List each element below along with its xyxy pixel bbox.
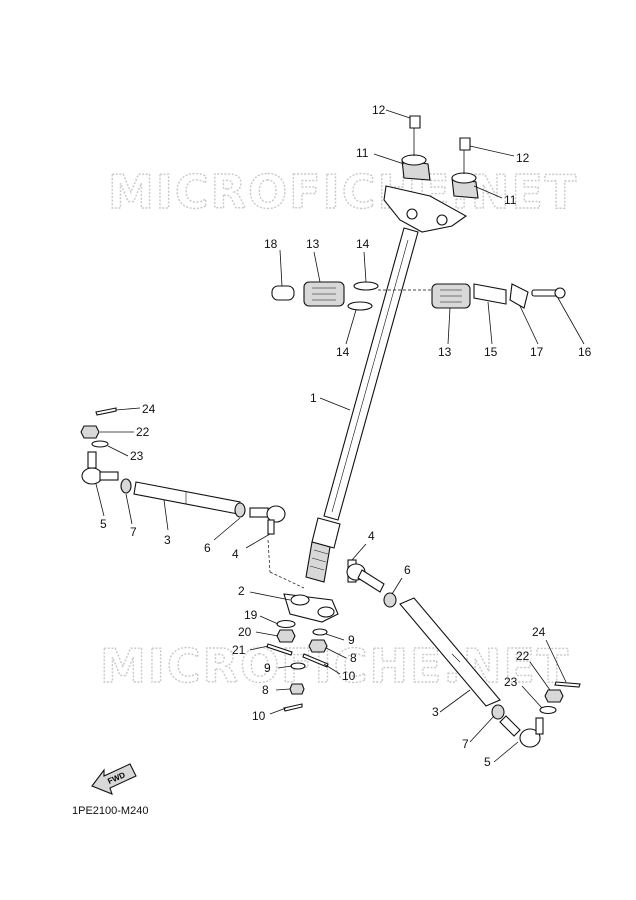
drawing-code: 1PE2100-M240 [72, 805, 148, 817]
callout-14-lower: 14 [336, 345, 350, 359]
callout-11-right: 11 [504, 193, 517, 207]
callout-24-left: 24 [142, 402, 156, 416]
callout-6-left: 6 [204, 541, 211, 555]
callout-20: 20 [238, 625, 252, 639]
callout-17: 17 [530, 345, 544, 359]
watermark-top: MICROFICHE.NET [108, 165, 578, 219]
callout-19: 19 [244, 608, 258, 622]
callout-21: 21 [232, 643, 246, 657]
left-tie-rod-assembly [80, 407, 286, 535]
callout-10-right: 10 [342, 669, 356, 683]
callout-leaders [95, 109, 585, 763]
callout-23-left: 23 [130, 449, 144, 463]
callout-10-left: 10 [252, 709, 266, 723]
callout-4-left: 4 [232, 547, 239, 561]
handlebar-holder-right [451, 137, 479, 199]
callout-8-right: 8 [350, 651, 357, 665]
callout-18: 18 [264, 237, 278, 251]
callout-6-right: 6 [404, 563, 411, 577]
callout-16: 16 [578, 345, 592, 359]
callout-24-right: 24 [532, 625, 546, 639]
callout-22-right: 22 [516, 649, 530, 663]
callout-7-left: 7 [130, 525, 137, 539]
steering-column [305, 185, 468, 583]
callout-23-right: 23 [504, 675, 518, 689]
callout-13-left: 13 [306, 237, 320, 251]
pitman-arm-assembly [266, 539, 339, 712]
callout-9-right: 9 [348, 633, 355, 647]
callout-5-right: 5 [484, 755, 491, 769]
callout-4-right: 4 [368, 529, 375, 543]
callout-3-left: 3 [164, 533, 171, 547]
callout-14-upper: 14 [356, 237, 370, 251]
callout-12-upper-left: 12 [372, 103, 386, 117]
fwd-arrow-icon: FWD [91, 763, 137, 795]
callout-7-right: 7 [462, 737, 469, 751]
callout-5-left: 5 [100, 517, 107, 531]
upper-bearing-parts [271, 281, 566, 311]
callout-22-left: 22 [136, 425, 150, 439]
callout-12-right: 12 [516, 151, 530, 165]
callout-1: 1 [310, 391, 317, 405]
callout-13-right: 13 [438, 345, 452, 359]
watermark-bottom: MICROFICHE.NET [100, 639, 570, 693]
callout-3-right: 3 [432, 705, 439, 719]
callout-8-left: 8 [262, 683, 269, 697]
handlebar-holder-left [401, 115, 431, 181]
callout-9-left: 9 [264, 661, 271, 675]
callout-2: 2 [238, 584, 245, 598]
right-tie-rod-assembly [346, 559, 581, 748]
callout-labels: 12 12 11 11 18 13 14 14 13 15 17 16 1 24… [100, 103, 592, 769]
callout-15: 15 [484, 345, 498, 359]
callout-11-left: 11 [356, 146, 369, 160]
